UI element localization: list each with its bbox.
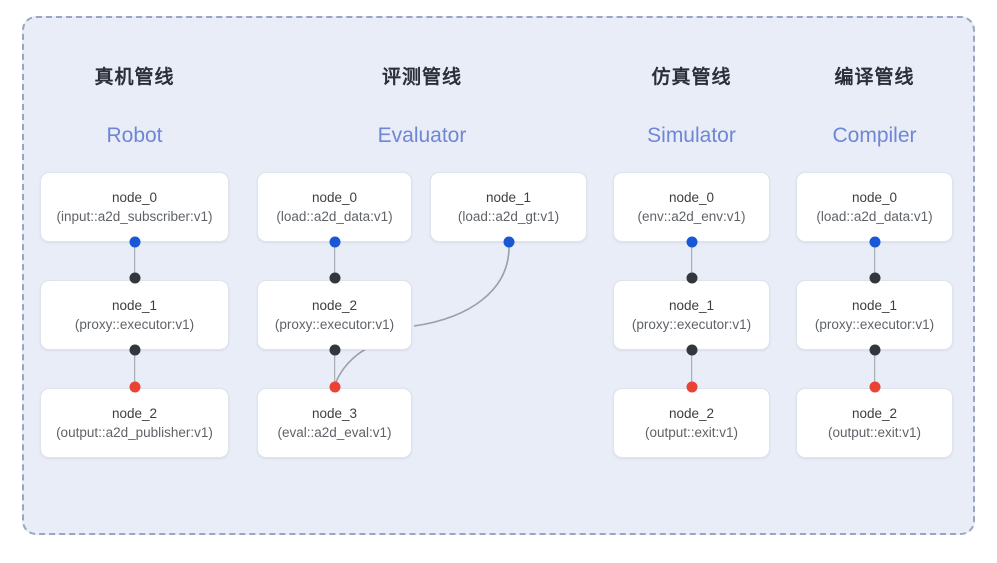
port-out-robot-0[interactable] [129,236,140,248]
column-title-cn-simulator: 仿真管线 [651,67,732,88]
node-name: node_0 [851,190,898,205]
node-simulator-0[interactable]: node_0 (env::a2d_env:v1) [613,172,770,242]
edge-compiler-1-2 [873,350,876,388]
node-type: (proxy::executor:v1) [631,317,752,332]
node-name: node_2 [311,298,358,313]
node-name: node_3 [311,406,358,421]
port-out-evaluator-0[interactable] [329,236,340,248]
node-type: (input::a2d_subscriber:v1) [56,209,213,224]
port-in-evaluator-2[interactable] [329,272,340,284]
port-out-compiler-0[interactable] [869,236,880,248]
port-out-evaluator-2[interactable] [329,344,340,356]
edge-robot-1-2 [133,350,136,388]
node-evaluator-1[interactable]: node_1 (load::a2d_gt:v1) [430,172,587,242]
node-robot-2[interactable]: node_2 (output::a2d_publisher:v1) [40,388,229,458]
port-out-compiler-1[interactable] [869,344,880,356]
edge-robot-0-1 [133,242,136,278]
node-type: (proxy::executor:v1) [74,317,195,332]
node-simulator-1[interactable]: node_1 (proxy::executor:v1) [613,280,770,350]
node-evaluator-0[interactable]: node_0 (load::a2d_data:v1) [257,172,412,242]
node-type: (output::a2d_publisher:v1) [56,425,213,440]
port-in-simulator-2[interactable] [686,381,697,393]
node-type: (eval::a2d_eval:v1) [277,425,392,440]
port-in-evaluator-3[interactable] [329,381,340,393]
edge-simulator-1-2 [690,350,693,388]
node-name: node_1 [851,298,898,313]
port-out-simulator-0[interactable] [686,236,697,248]
pipeline-column-compiler: 编译管线 Compiler node_0 (load::a2d_data:v1)… [796,0,953,563]
node-type: (env::a2d_env:v1) [637,209,746,224]
node-compiler-1[interactable]: node_1 (proxy::executor:v1) [796,280,953,350]
edge-evaluator-2-3 [333,350,336,388]
column-title-cn-robot: 真机管线 [94,67,175,88]
node-evaluator-3[interactable]: node_3 (eval::a2d_eval:v1) [257,388,412,458]
port-out-robot-1[interactable] [129,344,140,356]
node-name: node_2 [851,406,898,421]
column-title-en-simulator: Simulator [647,124,736,147]
column-title-cn-compiler: 编译管线 [834,67,915,88]
pipeline-column-evaluator: 评测管线 Evaluator node_0 (load::a2d_data:v1… [257,0,587,563]
node-compiler-2[interactable]: node_2 (output::exit:v1) [796,388,953,458]
node-name: node_1 [668,298,715,313]
port-in-compiler-2[interactable] [869,381,880,393]
node-name: node_0 [668,190,715,205]
node-name: node_0 [111,190,158,205]
node-type: (output::exit:v1) [644,425,739,440]
column-title-en-evaluator: Evaluator [377,124,467,147]
edge-simulator-0-1 [690,242,693,278]
column-title-en-robot: Robot [106,124,163,147]
node-robot-1[interactable]: node_1 (proxy::executor:v1) [40,280,229,350]
node-name: node_1 [111,298,158,313]
node-type: (proxy::executor:v1) [274,317,395,332]
pipeline-column-simulator: 仿真管线 Simulator node_0 (env::a2d_env:v1) … [613,0,770,563]
edge-evaluator-0-2 [333,242,336,278]
port-in-robot-2[interactable] [129,381,140,393]
port-in-robot-1[interactable] [129,272,140,284]
pipeline-column-robot: 真机管线 Robot node_0 (input::a2d_subscriber… [40,0,229,563]
port-out-simulator-1[interactable] [686,344,697,356]
node-name: node_2 [668,406,715,421]
column-title-cn-evaluator: 评测管线 [381,67,462,88]
node-type: (output::exit:v1) [827,425,922,440]
edge-compiler-0-1 [873,242,876,278]
node-simulator-2[interactable]: node_2 (output::exit:v1) [613,388,770,458]
node-name: node_2 [111,406,158,421]
node-type: (load::a2d_data:v1) [816,209,933,224]
node-name: node_0 [311,190,358,205]
node-type: (load::a2d_gt:v1) [457,209,560,224]
node-robot-0[interactable]: node_0 (input::a2d_subscriber:v1) [40,172,229,242]
node-name: node_1 [485,190,532,205]
port-out-evaluator-1[interactable] [503,236,514,248]
port-in-simulator-1[interactable] [686,272,697,284]
node-type: (proxy::executor:v1) [814,317,935,332]
column-title-en-compiler: Compiler [832,124,917,147]
node-evaluator-2[interactable]: node_2 (proxy::executor:v1) [257,280,412,350]
node-type: (load::a2d_data:v1) [276,209,393,224]
port-in-compiler-1[interactable] [869,272,880,284]
node-compiler-0[interactable]: node_0 (load::a2d_data:v1) [796,172,953,242]
